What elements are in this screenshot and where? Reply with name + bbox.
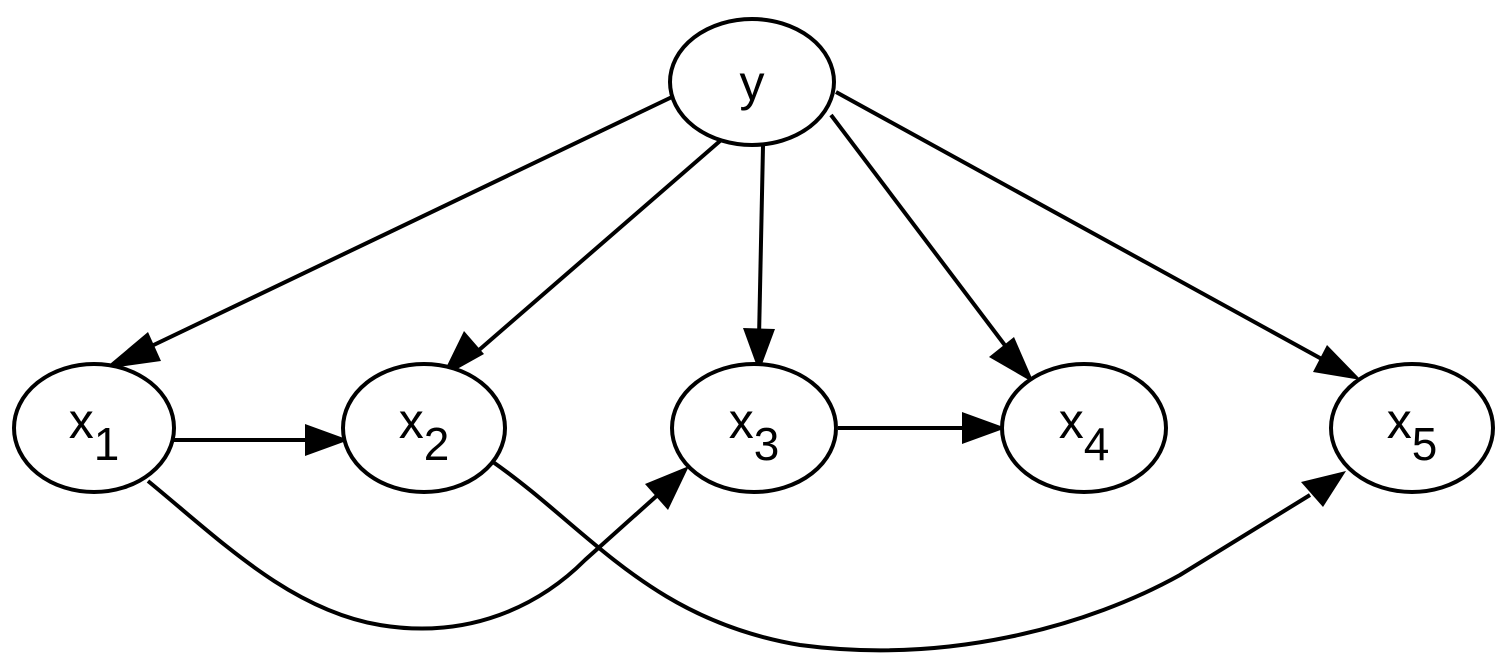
node-x4-subscript: 4 xyxy=(1084,418,1110,470)
node-x4: x4 xyxy=(1000,362,1168,494)
edges xyxy=(138,90,1330,653)
node-x1: x1 xyxy=(12,362,176,494)
node-x5-shape xyxy=(1329,362,1495,494)
edge-y-x2 xyxy=(469,139,722,359)
arrowhead-x2-x5 xyxy=(1301,471,1346,507)
node-y-shape xyxy=(668,17,836,147)
node-x2-shape xyxy=(341,362,507,494)
node-x4-main: x xyxy=(1059,393,1084,449)
node-x2: x2 xyxy=(341,362,507,494)
arrowhead-y-x4 xyxy=(989,337,1034,383)
node-x5-label: x5 xyxy=(1387,393,1438,470)
node-x2-label: x2 xyxy=(399,393,450,470)
edge-y-x5 xyxy=(835,90,1330,365)
arrowhead-x1-x2 xyxy=(305,424,349,456)
node-x3-shape xyxy=(670,362,838,494)
node-x3-subscript: 3 xyxy=(754,418,780,470)
node-x4-shape xyxy=(1000,362,1168,494)
node-x1-subscript: 1 xyxy=(94,418,120,470)
arrowhead-x3-x4 xyxy=(962,412,1006,444)
node-y-label: y xyxy=(740,55,765,111)
arrowhead-y-x3 xyxy=(743,328,775,372)
node-x2-main: x xyxy=(399,393,424,449)
edge-y-x4 xyxy=(829,113,1012,354)
node-x3-label: x3 xyxy=(729,393,780,470)
node-x5: x5 xyxy=(1329,362,1495,494)
node-x5-main: x xyxy=(1387,393,1412,449)
arrowhead-y-x1 xyxy=(104,332,161,369)
edge-x1-x3 xyxy=(146,479,663,631)
node-x2-subscript: 2 xyxy=(424,418,450,470)
node-x1-shape xyxy=(12,362,176,494)
node-x5-subscript: 5 xyxy=(1412,418,1438,470)
node-x3-main: x xyxy=(729,393,754,449)
edge-y-x1 xyxy=(138,95,673,354)
node-y-main: y xyxy=(740,55,765,111)
node-x1-label: x1 xyxy=(69,393,120,470)
edge-x2-x5 xyxy=(491,460,1312,653)
arrowhead-x1-x3 xyxy=(645,466,689,510)
arrowhead-y-x5 xyxy=(1313,345,1361,380)
nodes: y x1 x2 x3 x4 xyxy=(12,17,1495,494)
node-x4-label: x4 xyxy=(1059,393,1110,470)
node-x3: x3 xyxy=(670,362,838,494)
edge-y-x3 xyxy=(757,145,765,339)
node-x1-main: x xyxy=(69,393,94,449)
node-y: y xyxy=(668,17,836,147)
